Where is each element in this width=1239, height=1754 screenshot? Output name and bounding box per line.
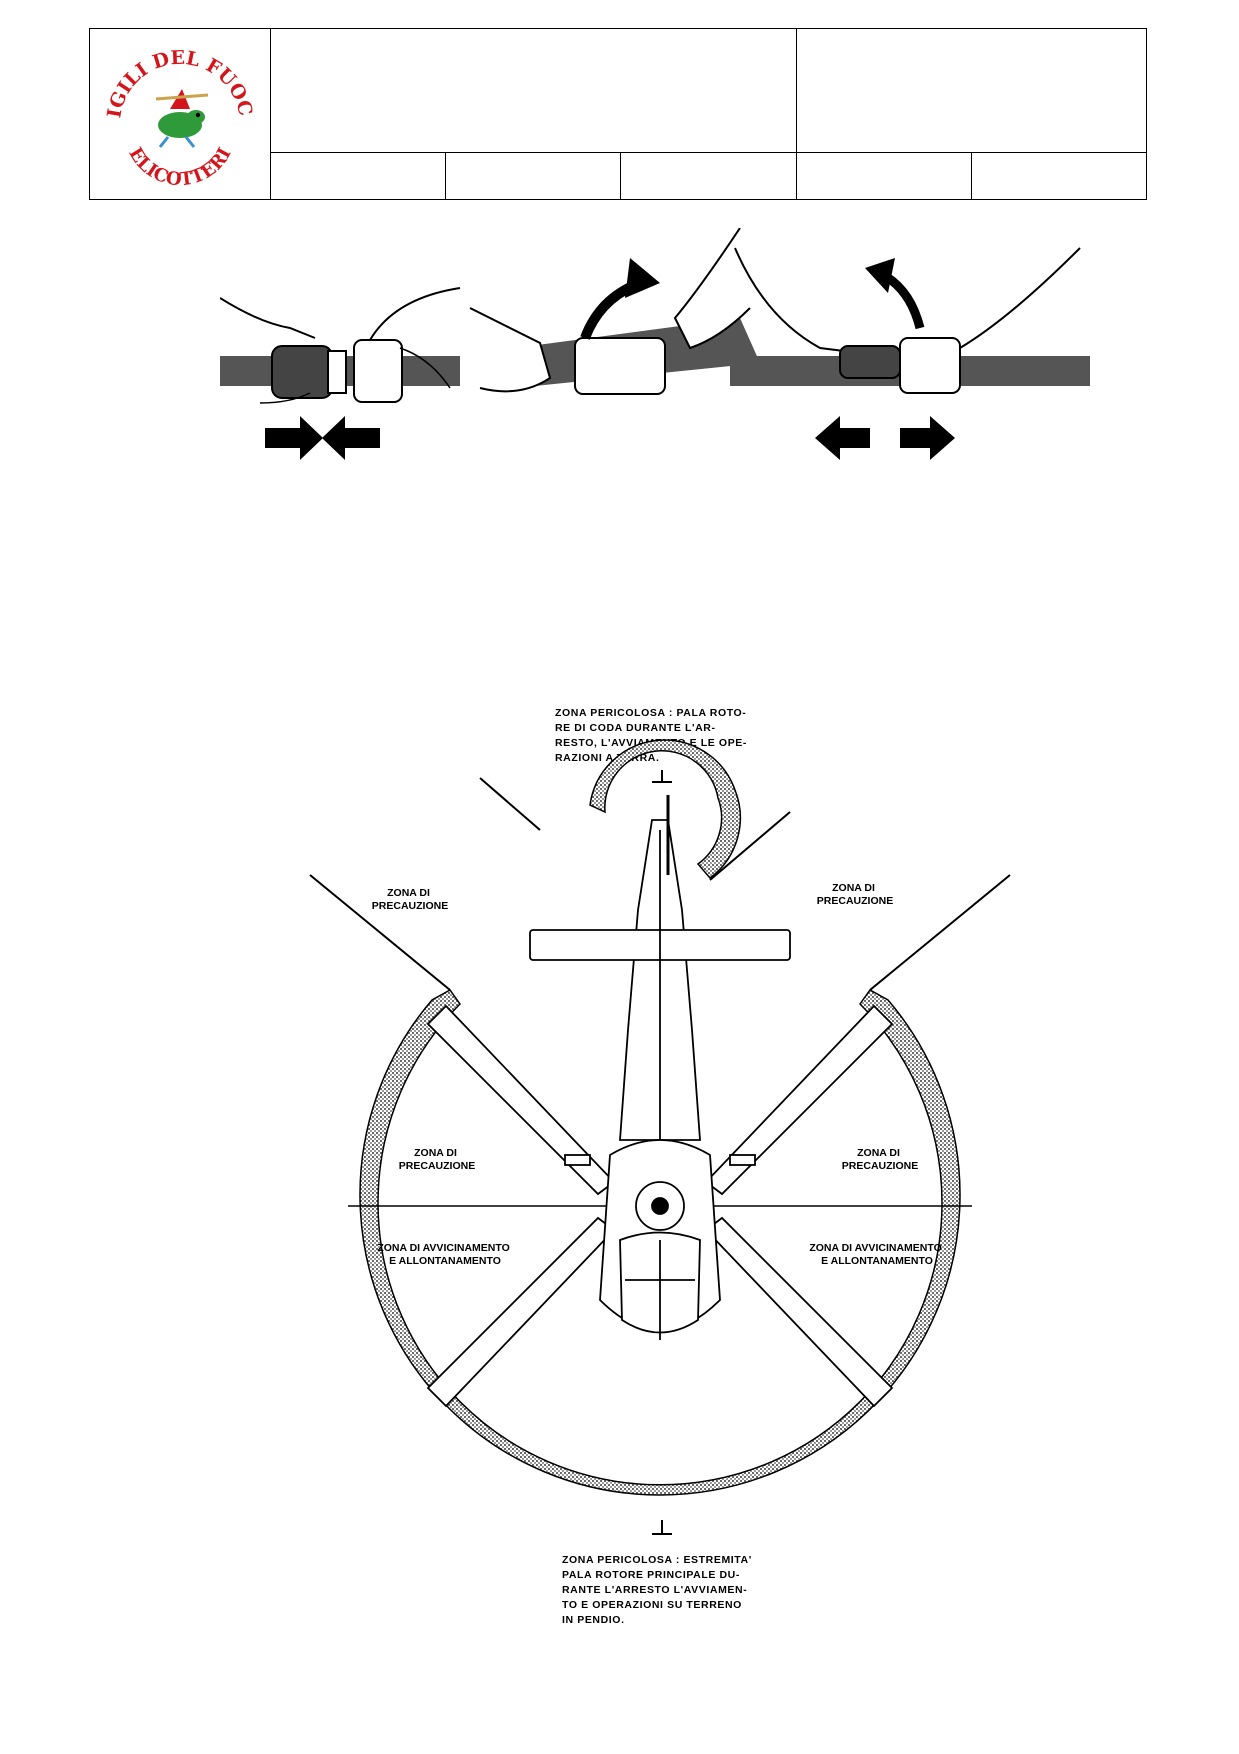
approach-zone-left-label: ZONA DI AVVICINAMENTO E ALLONTANAMENTO [377, 1242, 512, 1267]
header-field-3 [620, 152, 797, 200]
header-field-4 [795, 152, 972, 200]
caution-zone-mid-left-label: ZONA DI PRECAUZIONE [399, 1147, 475, 1172]
header-code-cell [795, 28, 1148, 153]
buckle-body [574, 337, 666, 395]
seatbelt-step-lift-lever [469, 228, 791, 395]
arrow-right-icon [265, 416, 323, 460]
seatbelt-step-release [730, 247, 1090, 460]
helicopter-safety-zones-diagram: ZONA PERICOLOSA : PALA ROTO- RE DI CODA … [309, 707, 1011, 1626]
main-rotor-danger-note: ZONA PERICOLOSA : ESTREMITA' PALA ROTORE… [562, 1554, 755, 1626]
header-field-2 [445, 152, 622, 200]
arrow-left-icon [815, 416, 870, 460]
tail-rotor-danger-arc [589, 739, 742, 880]
approach-zone-right-label: ZONA DI AVVICINAMENTO E ALLONTANAMENTO [809, 1242, 944, 1267]
helicopter-topview-icon [529, 795, 791, 1340]
caution-zone-upper-right-label: ZONA DI PRECAUZIONE [817, 882, 893, 907]
buckle-receiver [353, 339, 403, 403]
seatbelt-instructions-illustration [220, 228, 1090, 460]
logo-mascot-icon [155, 89, 209, 148]
curved-arrow-up-icon [865, 258, 895, 293]
header-title-cell [270, 28, 797, 153]
arrow-left-icon [322, 416, 380, 460]
logo-cell: - VIGILI DEL FUOCO - ELICOTTERI [82, 12, 271, 200]
buckle-tongue [271, 345, 333, 399]
caution-zone-mid-right-label: ZONA DI PRECAUZIONE [842, 1147, 918, 1172]
header-page-field [970, 152, 1148, 200]
arrow-right-icon [900, 416, 955, 460]
caution-zone-upper-left-label: ZONA DI PRECAUZIONE [372, 887, 448, 912]
logo-bottom-text: ELICOTTERI [124, 144, 235, 191]
seatbelt-step-fasten [220, 287, 461, 460]
header-field-1 [269, 152, 447, 200]
vigili-del-fuoco-elicotteri-logo: - VIGILI DEL FUOCO - ELICOTTERI [82, 12, 257, 191]
document-header-table: - VIGILI DEL FUOCO - ELICOTTERI [82, 12, 1148, 200]
curved-arrow-up-icon [625, 258, 660, 298]
tail-rotor-danger-note: ZONA PERICOLOSA : PALA ROTO- RE DI CODA … [555, 707, 751, 764]
main-rotor-blades [426, 1004, 894, 1408]
